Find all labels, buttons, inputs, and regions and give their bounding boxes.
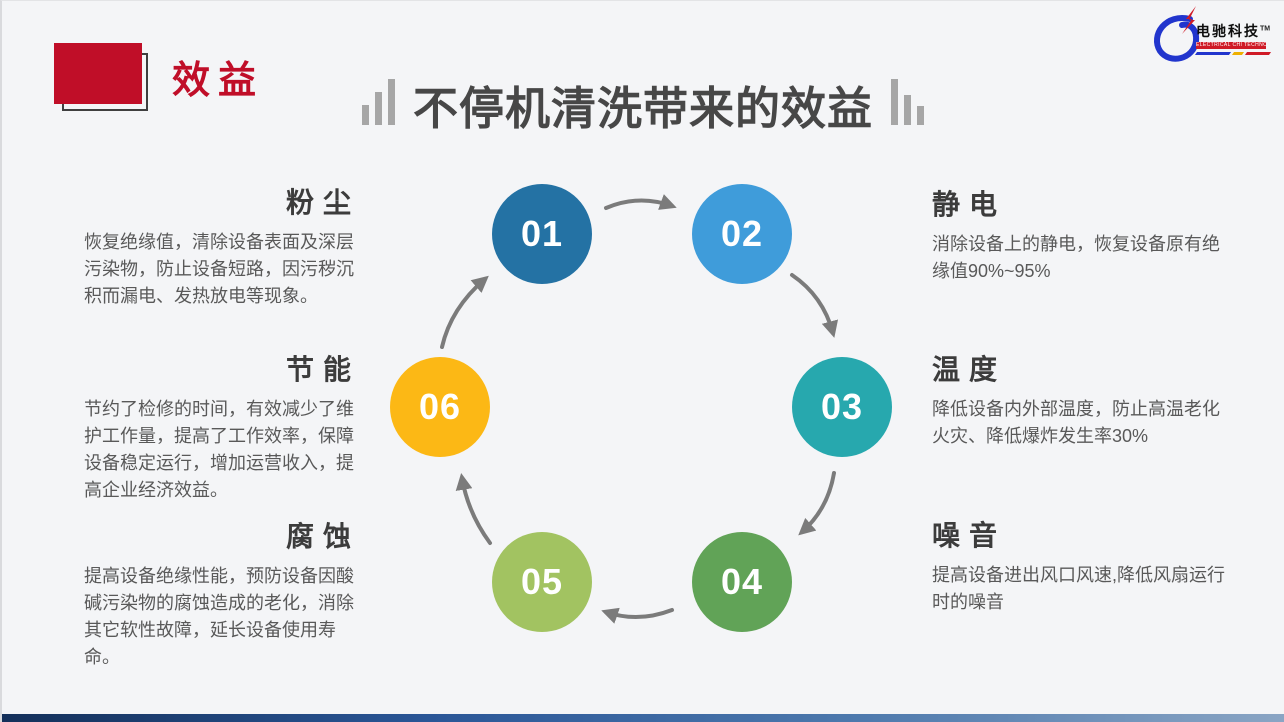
benefit-static-body: 消除设备上的静电，恢复设备原有绝缘值90%~95% <box>932 234 1220 281</box>
title-accent-bars-right-icon <box>891 79 924 133</box>
benefit-temperature-body: 降低设备内外部温度，防止高温老化火灾、降低爆炸发生率30% <box>932 399 1220 446</box>
benefit-corrosion-body: 提高设备绝缘性能，预防设备因酸碱污染物的腐蚀造成的老化，消除其它软性故障，延长设… <box>84 566 354 667</box>
step-circle-04: 04 <box>692 532 792 632</box>
title-accent-bars-left-icon <box>361 79 395 133</box>
arrow-step4-to-step5 <box>601 607 674 624</box>
benefit-static: 静电 消除设备上的静电，恢复设备原有绝缘值90%~95% <box>932 183 1228 285</box>
benefit-noise: 噪音 提高设备进出风口风速,降低风扇运行时的噪音 <box>932 514 1228 616</box>
title-row: 不停机清洗带来的效益 <box>2 69 1284 133</box>
step-circle-05: 05 <box>492 532 592 632</box>
footer-gradient-bar <box>2 714 1284 722</box>
cycle-arrows <box>440 194 839 624</box>
benefit-noise-body: 提高设备进出风口风速,降低风扇运行时的噪音 <box>932 565 1225 612</box>
arrow-step2-to-step3 <box>790 273 839 338</box>
benefit-corrosion-title: 腐蚀 <box>285 521 360 552</box>
benefit-dust: 粉尘 恢复绝缘值，清除设备表面及深层污染物，防止设备短路，因污秽沉积而漏电、发热… <box>84 181 360 310</box>
arrow-step3-to-step4 <box>798 471 836 536</box>
page-title: 不停机清洗带来的效益 <box>412 82 873 134</box>
step-circle-06: 06 <box>390 357 490 457</box>
arrow-step1-to-step2 <box>604 194 677 210</box>
step-circle-03: 03 <box>792 357 892 457</box>
trademark: TM <box>1260 25 1271 33</box>
benefit-energy-saving: 节能 节约了检修的时间，有效减少了维护工作量，提高了工作效率，保障设备稳定运行，… <box>84 348 360 504</box>
logo-d-swoosh <box>1154 6 1200 62</box>
benefit-temperature-title: 温度 <box>932 354 1007 385</box>
logo-brand: 电驰科技TM <box>1196 23 1271 39</box>
benefit-energy-saving-body: 节约了检修的时间，有效减少了维护工作量，提高了工作效率，保障设备稳定运行，增加运… <box>84 399 354 500</box>
arrow-step6-to-step1 <box>440 275 489 349</box>
accent-square <box>54 43 142 104</box>
step-circle-01: 01 <box>492 184 592 284</box>
section-label: 效益 <box>172 60 265 102</box>
benefit-temperature: 温度 降低设备内外部温度，防止高温老化火灾、降低爆炸发生率30% <box>932 348 1228 450</box>
benefit-corrosion: 腐蚀 提高设备绝缘性能，预防设备因酸碱污染物的腐蚀造成的老化，消除其它软性故障，… <box>84 515 360 671</box>
company-logo: 电驰科技TM ELECTRICAL CHI TECHNOLOGY <box>1150 5 1278 67</box>
benefit-dust-body: 恢复绝缘值，清除设备表面及深层污染物，防止设备短路，因污秽沉积而漏电、发热放电等… <box>84 232 354 306</box>
benefit-static-title: 静电 <box>932 189 1007 220</box>
logo-tricolor-stripe <box>1194 52 1275 55</box>
benefit-dust-title: 粉尘 <box>285 187 360 218</box>
step-circle-02: 02 <box>692 184 792 284</box>
logo-tagline: ELECTRICAL CHI TECHNOLOGY <box>1196 42 1266 49</box>
benefit-noise-title: 噪音 <box>932 520 1007 551</box>
arrow-step5-to-step6 <box>455 473 492 545</box>
logo-text: 电驰科技TM ELECTRICAL CHI TECHNOLOGY <box>1194 21 1275 55</box>
lightning-icon <box>1182 6 1196 34</box>
benefit-energy-saving-title: 节能 <box>285 354 360 385</box>
